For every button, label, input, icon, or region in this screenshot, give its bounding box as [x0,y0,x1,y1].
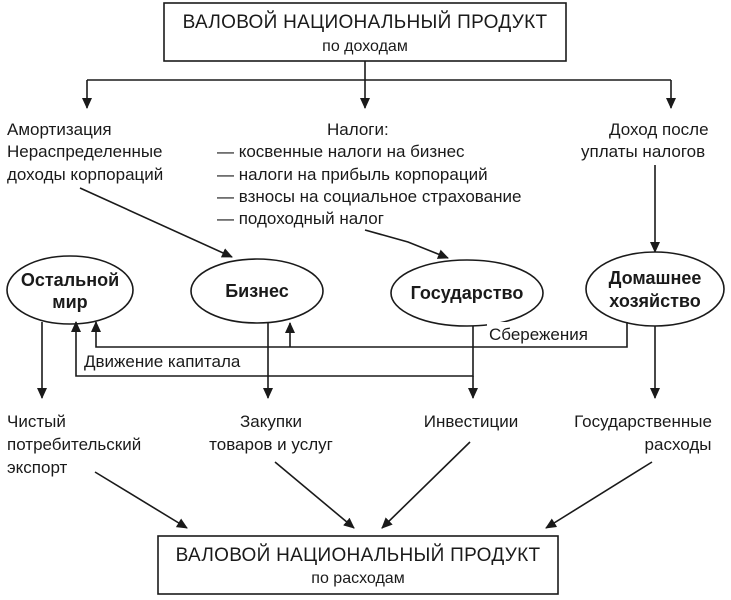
bottom-box-subtitle: по расходам [311,570,404,587]
capital-movement-label: Движение капитала [84,352,241,371]
exp-gov-spending: Государственные расходы [574,412,712,454]
sector-household: Домашнее хозяйство [585,251,725,327]
capital-movement-flow [71,321,474,377]
svg-text:экспорт: экспорт [7,458,68,477]
exp-purchases: Закупки товаров и услуг [209,412,333,454]
svg-text:— налоги на прибыль корпораций: — налоги на прибыль корпораций [217,165,488,184]
top-box: ВАЛОВОЙ НАЦИОНАЛЬНЫЙ ПРОДУКТ по доходам [163,2,567,62]
svg-text:потребительский: потребительский [7,435,141,454]
sector-to-expenditure-arrows [37,322,660,399]
svg-text:хозяйство: хозяйство [609,291,701,311]
svg-text:уплаты налогов: уплаты налогов [581,142,705,161]
bottom-box: ВАЛОВОЙ НАЦИОНАЛЬНЫЙ ПРОДУКТ по расходам [157,535,559,595]
svg-text:— косвенные налоги на бизнес: — косвенные налоги на бизнес [217,142,465,161]
income-left: Амортизация Нераспределенные доходы корп… [7,120,163,184]
svg-text:Чистый: Чистый [7,412,66,431]
svg-text:Остальной: Остальной [21,270,119,290]
top-box-subtitle: по доходам [322,38,408,55]
svg-text:мир: мир [52,292,87,312]
svg-text:Амортизация: Амортизация [7,120,112,139]
svg-text:Доход после: Доход после [609,120,709,139]
svg-text:товаров и услуг: товаров и услуг [209,435,333,454]
income-taxes: Налоги: — косвенные налоги на бизнес — н… [217,120,521,228]
svg-text:Инвестиции: Инвестиции [424,412,518,431]
sector-government: Государство [390,259,544,327]
svg-text:Закупки: Закупки [240,412,302,431]
top-distribution-lines [82,61,676,109]
svg-text:Домашнее: Домашнее [609,268,702,288]
income-right: Доход после уплаты налогов [581,120,709,161]
taxes-title: Налоги: [327,120,389,139]
expenditure-to-total-arrows [94,441,653,529]
svg-text:— взносы на социальное страхов: — взносы на социальное страхование [217,187,521,206]
svg-text:Нераспределенные: Нераспределенные [7,142,163,161]
svg-text:Государственные: Государственные [574,412,712,431]
svg-text:расходы: расходы [645,435,712,454]
svg-text:Государство: Государство [411,283,524,303]
savings-flow [91,321,628,348]
sector-business: Бизнес [190,258,324,324]
savings-label: Сбережения [489,325,588,344]
top-box-title: ВАЛОВОЙ НАЦИОНАЛЬНЫЙ ПРОДУКТ [183,11,548,33]
svg-text:— подоходный налог: — подоходный налог [217,209,384,228]
income-to-sector-arrows [79,165,660,259]
svg-text:доходы корпораций: доходы корпораций [7,165,163,184]
exp-investment: Инвестиции [424,412,518,431]
exp-net-export: Чистый потребительский экспорт [7,412,141,477]
bottom-box-title: ВАЛОВОЙ НАЦИОНАЛЬНЫЙ ПРОДУКТ [176,544,541,566]
sector-rest-of-world: Остальной мир [6,255,134,325]
svg-text:Бизнес: Бизнес [225,281,289,301]
